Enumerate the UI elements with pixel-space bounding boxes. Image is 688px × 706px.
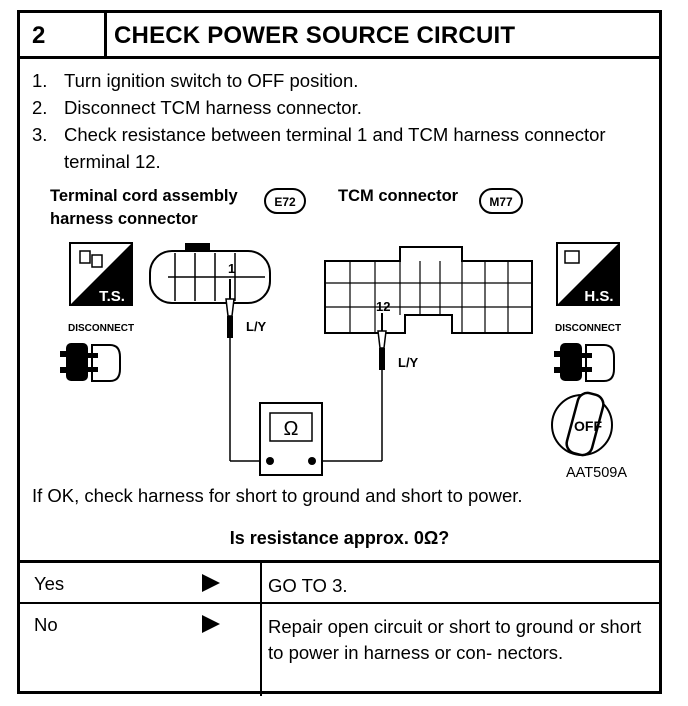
svg-text:1: 1 xyxy=(228,261,235,276)
disconnect-label-left: DISCONNECT xyxy=(68,323,134,334)
left-test-probe xyxy=(225,279,268,462)
wiring-diagram: E72 M77 T.S. DISCONNECT xyxy=(60,188,627,481)
svg-text:12: 12 xyxy=(376,299,390,314)
wire-color-right: L/Y xyxy=(398,355,419,370)
left-connector-label: Terminal cord assembly xyxy=(50,187,238,205)
step-header: 2 CHECK POWER SOURCE CIRCUIT xyxy=(20,13,659,59)
instruction-item: 3.Check resistance between terminal 1 an… xyxy=(32,124,606,172)
figure-code: AAT509A xyxy=(566,465,627,481)
instruction-item: 2.Disconnect TCM harness connector. xyxy=(32,97,362,118)
instruction-item: 1.Turn ignition switch to OFF position. xyxy=(32,70,359,91)
header-divider xyxy=(104,13,107,56)
svg-text:M77: M77 xyxy=(489,195,513,209)
hs-icon: H.S. xyxy=(556,242,620,306)
instruction-list: 1.Turn ignition switch to OFF position. … xyxy=(32,67,639,175)
svg-text:T.S.: T.S. xyxy=(99,288,125,305)
disconnect-icon-left xyxy=(60,343,121,382)
column-divider xyxy=(260,604,262,696)
left-connector-label-2: harness connector xyxy=(50,210,198,228)
ts-icon: T.S. xyxy=(69,242,133,306)
svg-text:H.S.: H.S. xyxy=(584,288,613,305)
svg-text:E72: E72 xyxy=(274,195,296,209)
arrow-right-icon xyxy=(202,574,220,592)
arrow-right-icon xyxy=(202,615,220,633)
answer-action: Repair open circuit or short to ground o… xyxy=(268,616,642,663)
answer-action: GO TO 3. xyxy=(268,575,348,596)
answer-table: Yes GO TO 3. No Repair open circuit or s… xyxy=(20,560,659,696)
tcm-connector: 12 xyxy=(324,246,533,334)
answer-row-no: No Repair open circuit or short to groun… xyxy=(20,604,659,696)
ohmmeter: Ω xyxy=(259,402,323,476)
ok-instruction: If OK, check harness for short to ground… xyxy=(32,485,523,506)
ignition-off-icon: OFF xyxy=(551,391,613,457)
disconnect-icon-right xyxy=(554,343,615,382)
answer-label: No xyxy=(34,614,58,635)
procedure-box: 2 CHECK POWER SOURCE CIRCUIT 1.Turn igni… xyxy=(17,10,662,696)
right-connector-label: TCM connector xyxy=(338,187,459,205)
answer-label: Yes xyxy=(34,573,65,594)
disconnect-label-right: DISCONNECT xyxy=(555,323,621,334)
wire-color-left: L/Y xyxy=(246,319,267,334)
right-test-probe xyxy=(312,313,387,462)
left-connector-id-badge: E72 xyxy=(264,188,306,214)
right-connector-id-badge: M77 xyxy=(479,188,523,214)
answer-row-yes: Yes GO TO 3. xyxy=(20,563,659,604)
step-number: 2 xyxy=(32,22,46,49)
svg-text:Ω: Ω xyxy=(284,418,299,440)
svg-text:OFF: OFF xyxy=(574,418,602,434)
step-title: CHECK POWER SOURCE CIRCUIT xyxy=(114,22,516,49)
question: Is resistance approx. 0Ω? xyxy=(229,528,450,548)
left-harness-connector: 1 xyxy=(149,243,271,304)
column-divider xyxy=(260,563,262,602)
